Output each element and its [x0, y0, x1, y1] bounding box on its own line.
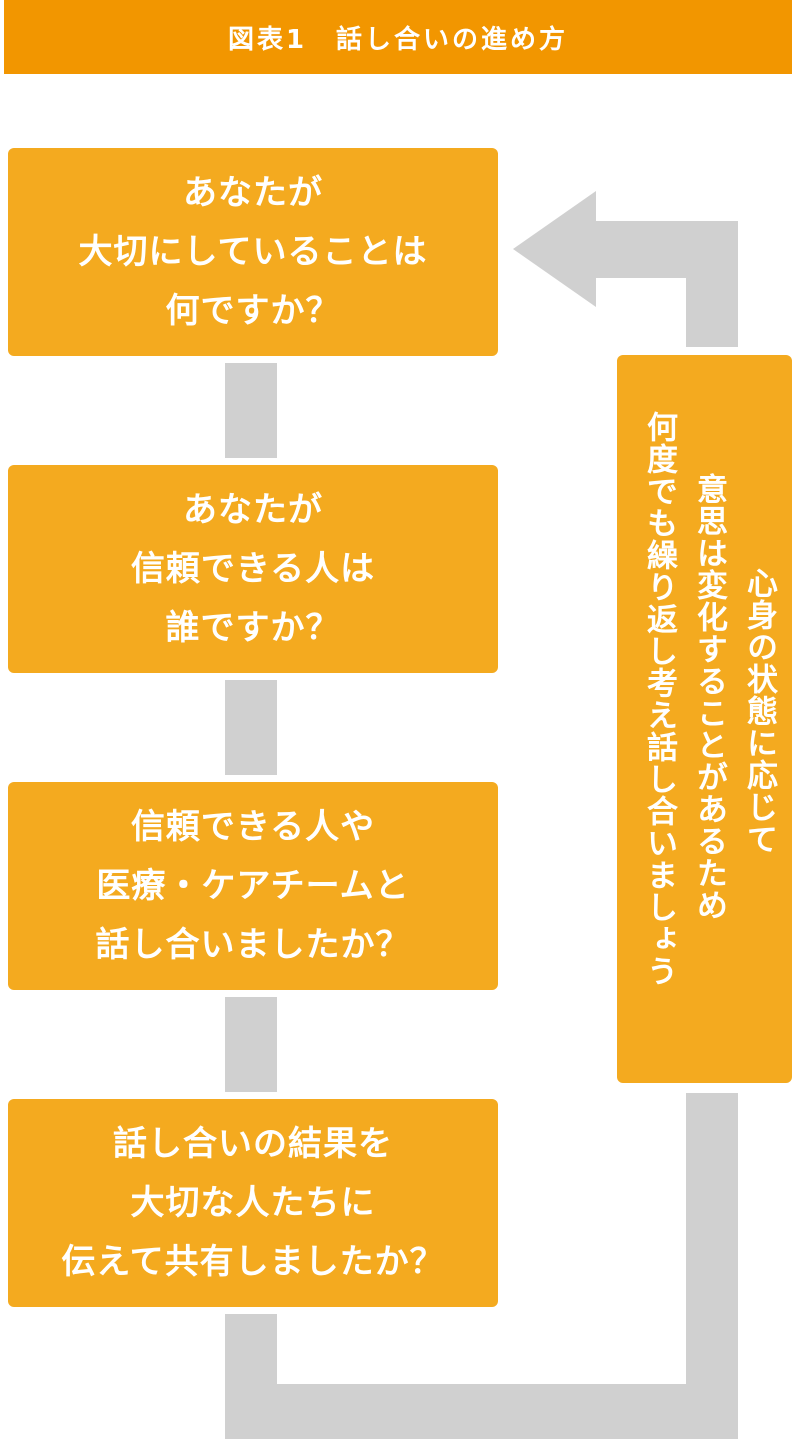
loop-right-lower-segment [686, 1093, 738, 1439]
step-box-3: 信頼できる人や 医療・ケアチームと 話し合いましたか？ [8, 782, 498, 990]
header-bar: 図表1 話し合いの進め方 [4, 0, 792, 74]
step-4-line-2: 大切な人たちに [130, 1182, 376, 1223]
step-4-line-3: 伝えて共有しましたか？ [61, 1241, 445, 1282]
step-box-2: あなたが 信頼できる人は 誰ですか？ [8, 465, 498, 673]
step-1-line-2: 大切にしていることは [78, 231, 428, 272]
connector-4-loop [225, 1314, 277, 1394]
step-box-1: あなたが 大切にしていることは 何ですか？ [8, 148, 498, 356]
step-2-line-2: 信頼できる人は [130, 548, 376, 589]
step-3-line-3: 話し合いましたか？ [95, 924, 411, 965]
step-text-2: あなたが 信頼できる人は 誰ですか？ [131, 481, 375, 658]
step-2-line-3: 誰ですか？ [165, 607, 341, 648]
step-2-line-1: あなたが [182, 489, 323, 530]
figure-title: 図表1 話し合いの進め方 [227, 24, 569, 55]
step-3-line-2: 医療・ケアチームと [96, 865, 410, 906]
loop-bottom-segment [225, 1384, 738, 1439]
step-4-line-1: 話し合いの結果を [113, 1123, 393, 1164]
step-3-line-1: 信頼できる人や [130, 806, 376, 847]
step-1-line-1: あなたが [182, 172, 323, 213]
side-note-line-2: 意思は変化することがあるため [691, 473, 727, 921]
step-box-4: 話し合いの結果を 大切な人たちに 伝えて共有しましたか？ [8, 1099, 498, 1307]
step-1-line-3: 何ですか？ [165, 290, 341, 331]
step-text-1: あなたが 大切にしていることは 何ですか？ [79, 164, 428, 341]
loop-arrow-head [513, 191, 596, 307]
side-note-box: 心身の状態に応じて 意思は変化することがあるため 何度でも繰り返し考え話し合いま… [617, 355, 792, 1083]
loop-right-upper-segment [686, 221, 738, 347]
side-note-line-3: 何度でも繰り返し考え話し合いましょう [641, 411, 677, 987]
connector-3-4 [225, 997, 277, 1092]
connector-2-3 [225, 680, 277, 775]
step-text-4: 話し合いの結果を 大切な人たちに 伝えて共有しましたか？ [61, 1115, 444, 1292]
connector-1-2 [225, 363, 277, 458]
side-note-line-1: 心身の状態に応じて [741, 567, 777, 855]
step-text-3: 信頼できる人や 医療・ケアチームと 話し合いましたか？ [96, 798, 411, 975]
